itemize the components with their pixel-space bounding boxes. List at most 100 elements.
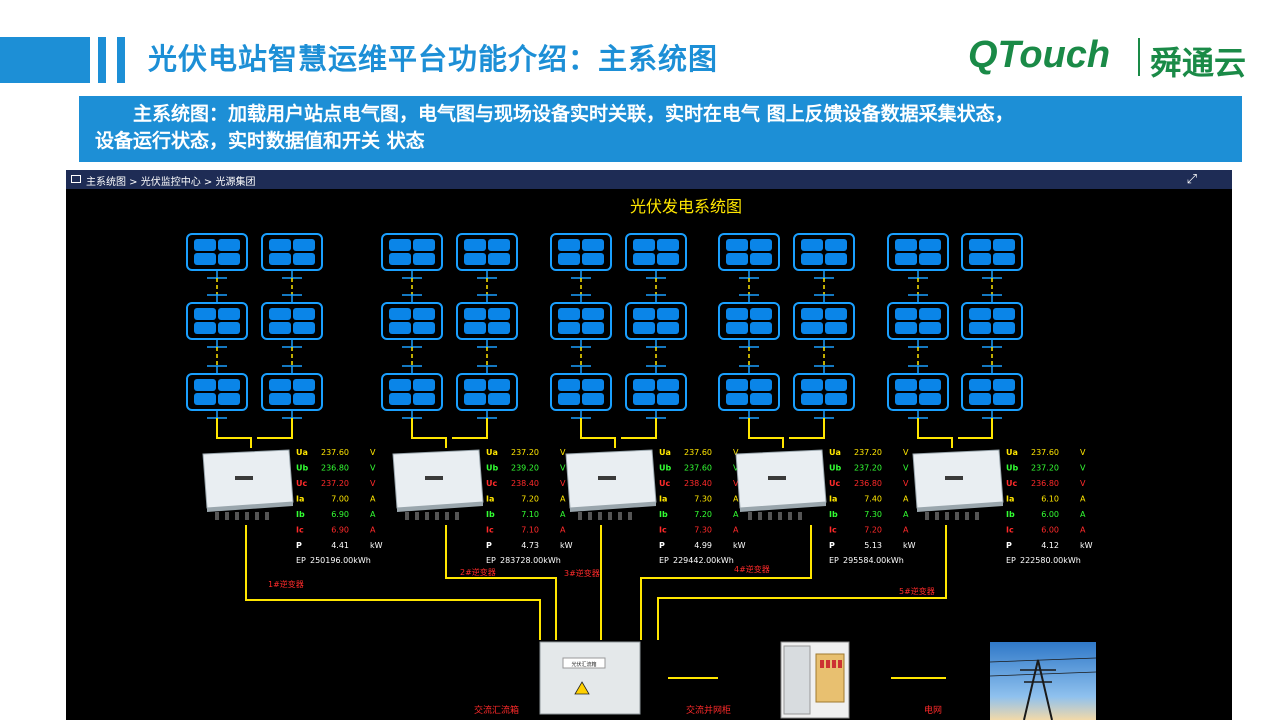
pv-cell [194,253,216,265]
reading-unit: V [560,479,566,488]
pv-cell [558,253,580,265]
reading-value: 4.41 [331,541,349,550]
inverter-terminal [588,512,592,520]
pv-cell [218,322,240,334]
pv-cell [969,393,991,405]
reading-unit: kW [370,541,383,550]
inverter-terminal [225,512,229,520]
inverter-display [945,476,963,480]
pv-module [456,373,518,411]
reading-label: Uc [486,479,497,488]
pv-cell [801,308,823,320]
pv-cell [389,322,411,334]
reading-unit: kW [560,541,573,550]
reading-label: Uc [296,479,307,488]
pv-cell [657,308,679,320]
reading-value: 283728.00kWh [500,556,561,565]
pv-cell [801,393,823,405]
reading-value: 7.40 [864,495,882,504]
fullscreen-icon[interactable]: ⤢ [1186,172,1197,187]
inverter-terminal [215,512,219,520]
pv-cell [633,308,655,320]
inverter-label: 5#逆变器 [899,586,935,596]
pv-cell [558,379,580,391]
pv-cell [413,239,435,251]
pv-cell [389,239,411,251]
ac-feeder-wire [245,525,541,640]
reading-unit: V [1080,479,1086,488]
pv-cell [895,253,917,265]
pv-cell [825,253,847,265]
reading-unit: A [370,526,376,535]
reading-label: Ub [296,464,308,473]
reading-value: 7.20 [521,495,539,504]
reading-value: 236.80 [1031,479,1059,488]
inverter-terminal [425,512,429,520]
reading-value: 237.20 [1031,464,1059,473]
reading-unit: V [1080,464,1086,473]
pv-cell [657,393,679,405]
pv-module [625,373,687,411]
string-wire [789,418,825,439]
reading-label: EP [296,556,306,565]
reading-value: 4.12 [1041,541,1059,550]
inverter-base [917,502,1003,512]
menu-icon[interactable] [71,175,81,183]
pv-cell [269,393,291,405]
inverter-display [235,476,253,480]
pv-cell [464,322,486,334]
reading-value: 236.80 [321,464,349,473]
inverter-terminal [748,512,752,520]
reading-label: EP [486,556,496,565]
reading-label: Ia [486,495,494,504]
pv-cell [582,322,604,334]
reading-value: 237.20 [854,448,882,457]
pv-cell [750,322,772,334]
inverter-terminal [975,512,979,520]
reading-label: Ub [1006,464,1018,473]
reading-unit: V [560,464,566,473]
pv-cell [194,239,216,251]
pv-cell [633,379,655,391]
reading-label: Ic [659,526,667,535]
pv-cell [726,308,748,320]
pv-cell [750,393,772,405]
pv-module [961,373,1023,411]
pv-cell [750,239,772,251]
reading-value: 238.40 [684,479,712,488]
inverter-terminal [925,512,929,520]
reading-unit: A [370,510,376,519]
pv-cell [558,322,580,334]
pv-cell [657,379,679,391]
inverter-terminal [768,512,772,520]
pv-cell [633,253,655,265]
pv-cell [993,253,1015,265]
inverter-label: 2#逆变器 [460,567,496,577]
reading-unit: A [903,510,909,519]
description-line-1: 主系统图：加载用户站点电气图，电气图与现场设备实时关联，实时在电气 图上反馈设备… [133,103,1014,125]
reading-unit: V [1080,448,1086,457]
reading-label: Ia [659,495,667,504]
pv-cell [919,322,941,334]
reading-unit: A [560,495,566,504]
pv-cell [919,308,941,320]
pv-cell [825,239,847,251]
pv-cell [726,253,748,265]
breadcrumb[interactable]: 主系统图 > 光伏监控中心 > 光源集团 [86,177,256,188]
cabinet-door [783,645,811,715]
pv-module [887,233,949,271]
reading-label: Uc [1006,479,1017,488]
pv-cell [801,253,823,265]
inverter-terminal [235,512,239,520]
inverter-terminal [578,512,582,520]
reading-value: 237.60 [321,448,349,457]
cabinet-breaker [820,660,824,668]
reading-label: Ua [486,448,498,457]
header-decor-stripe [117,37,125,83]
logo-chinese-name: 舜通云 [1150,44,1247,82]
reading-unit: A [1080,510,1086,519]
string-wire [917,418,953,448]
pv-cell [919,379,941,391]
reading-label: Uc [829,479,840,488]
